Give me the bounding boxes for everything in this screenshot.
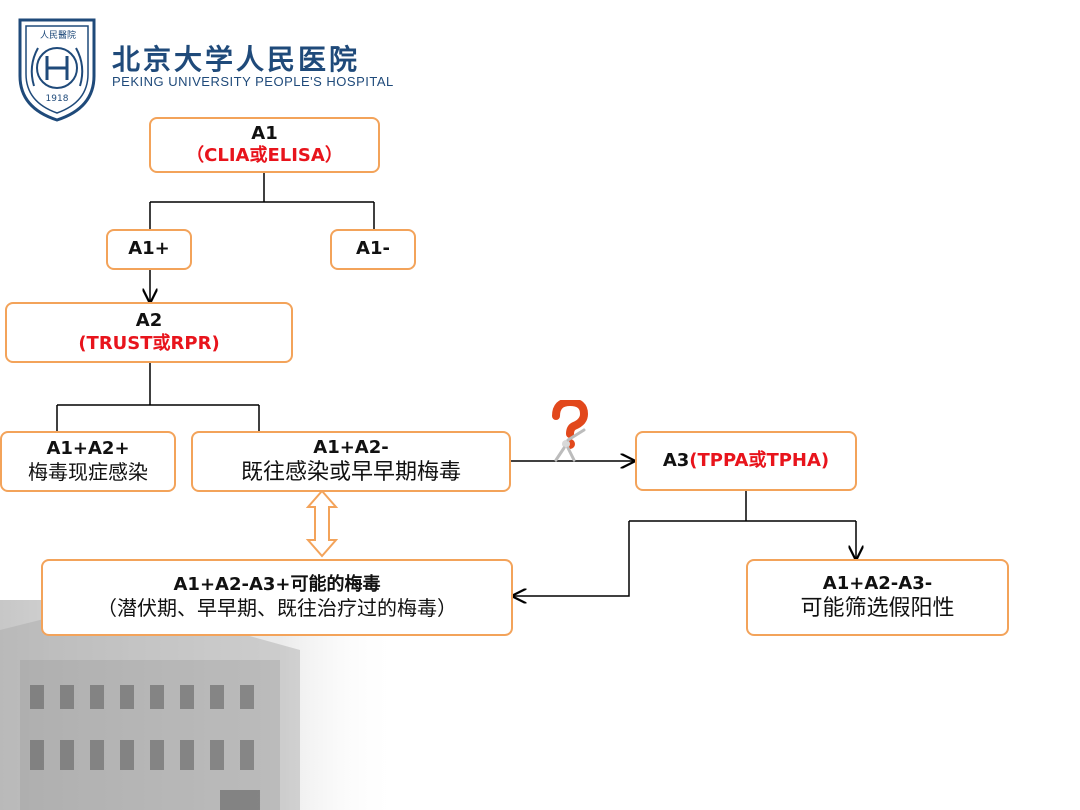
node-a1-positive-label: A1+: [128, 238, 170, 260]
node-a1a2-positive-desc: 梅毒现症感染: [28, 460, 148, 485]
node-a3-positive: A1+A2-A3+可能的梅毒 （潜伏期、早早期、既往治疗过的梅毒）: [41, 559, 513, 636]
node-a3: A3 (TPPA或TPHA): [635, 431, 857, 491]
node-a1-positive: A1+: [106, 229, 192, 270]
node-a1-negative-label: A1-: [356, 238, 390, 260]
node-a2-title: A2: [135, 310, 163, 331]
node-a1a2-positive-title: A1+A2+: [46, 437, 130, 459]
node-a3-positive-title: A1+A2-A3+可能的梅毒: [173, 573, 381, 595]
node-a3-method: (TPPA或TPHA): [689, 449, 830, 471]
node-a1: A1 （CLIA或ELISA）: [149, 117, 380, 173]
hospital-name-cn: 北京大学人民医院: [112, 43, 361, 76]
node-a3-negative: A1+A2-A3- 可能筛选假阳性: [746, 559, 1009, 636]
node-a2-method: (TRUST或RPR): [78, 332, 220, 354]
hospital-name-en: PEKING UNIVERSITY PEOPLE'S HOSPITAL: [112, 74, 394, 89]
hospital-logo: 人民醫院 1918: [14, 16, 100, 122]
node-a3-negative-title: A1+A2-A3-: [822, 572, 933, 594]
node-a1-negative: A1-: [330, 229, 416, 270]
node-a3-negative-desc: 可能筛选假阳性: [800, 596, 955, 621]
node-a1-method: （CLIA或ELISA）: [186, 145, 343, 166]
double-arrow-icon: [305, 489, 339, 558]
node-a2: A2 (TRUST或RPR): [5, 302, 293, 363]
hospital-seal-icon: [18, 18, 96, 122]
seal-text: 人民醫院: [39, 31, 76, 41]
node-a1a2-negative-title: A1+A2-: [313, 436, 389, 458]
node-a1a2-positive: A1+A2+ 梅毒现症感染: [0, 431, 176, 492]
node-a1a2-negative-desc: 既往感染或早早期梅毒: [240, 460, 461, 485]
node-a1-title: A1: [251, 122, 278, 144]
node-a3-prefix: A3: [662, 449, 690, 471]
node-a3-positive-desc: （潜伏期、早早期、既往治疗过的梅毒）: [97, 596, 457, 621]
seal-year: 1918: [45, 94, 69, 104]
node-a1a2-negative: A1+A2- 既往感染或早早期梅毒: [191, 431, 511, 492]
question-figure-icon: [552, 400, 589, 462]
